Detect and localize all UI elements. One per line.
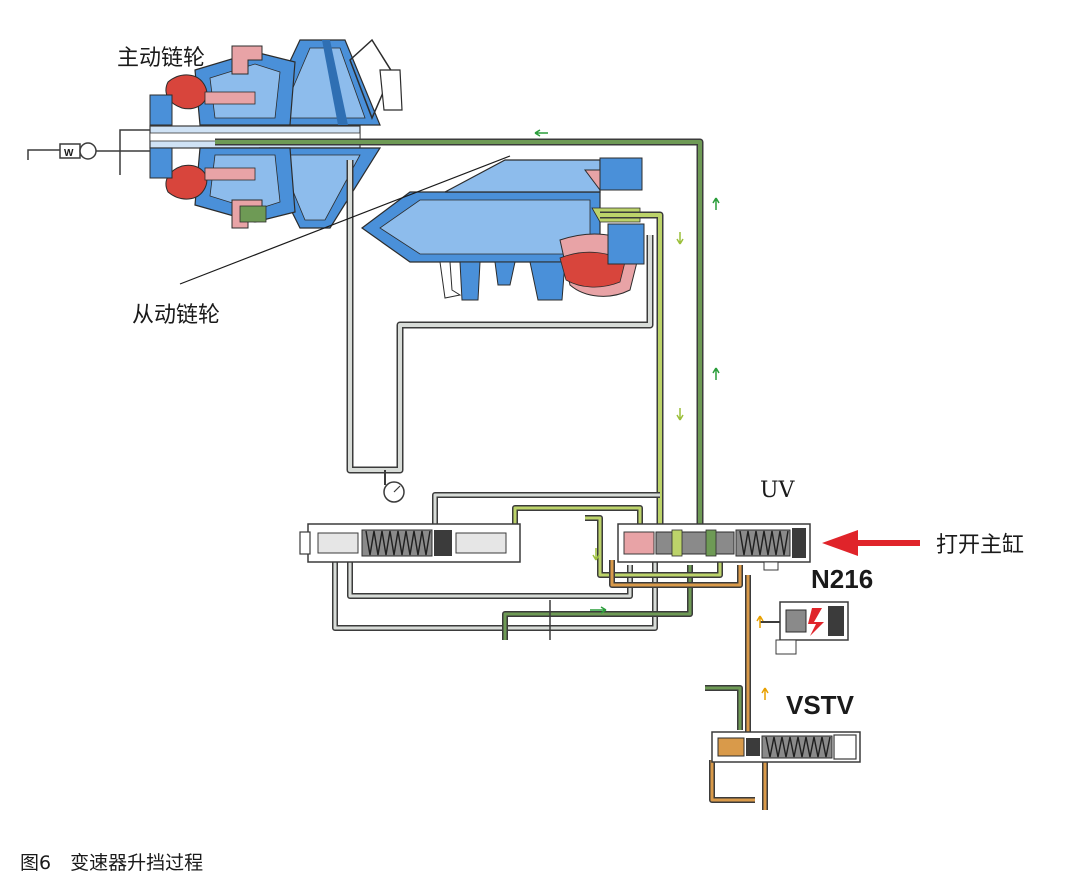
uv-valve <box>617 523 811 571</box>
open-master-cylinder-arrow <box>822 530 920 556</box>
uv-label: UV <box>760 478 795 503</box>
figure-caption: 图6 变速器升挡过程 <box>20 852 204 874</box>
drive-pulley <box>149 38 403 229</box>
vstv-label: VSTV <box>786 690 854 720</box>
n216-label: N216 <box>811 564 874 594</box>
driven-pulley <box>360 157 645 301</box>
pressure-gauge <box>383 481 405 503</box>
main-pressure-valve <box>299 523 521 563</box>
leader-lines <box>179 155 511 285</box>
pump-label: W <box>64 148 74 159</box>
n216-solenoid <box>775 601 849 655</box>
open-master-cylinder-label: 打开主缸 <box>936 533 1025 558</box>
drive-pulley-label: 主动链轮 <box>117 46 206 71</box>
vstv-valve <box>711 731 861 763</box>
driven-pulley-label: 从动链轮 <box>132 303 221 328</box>
pump-symbol <box>27 129 150 175</box>
hydraulic-lines <box>215 138 785 810</box>
flow-arrows <box>534 129 769 700</box>
